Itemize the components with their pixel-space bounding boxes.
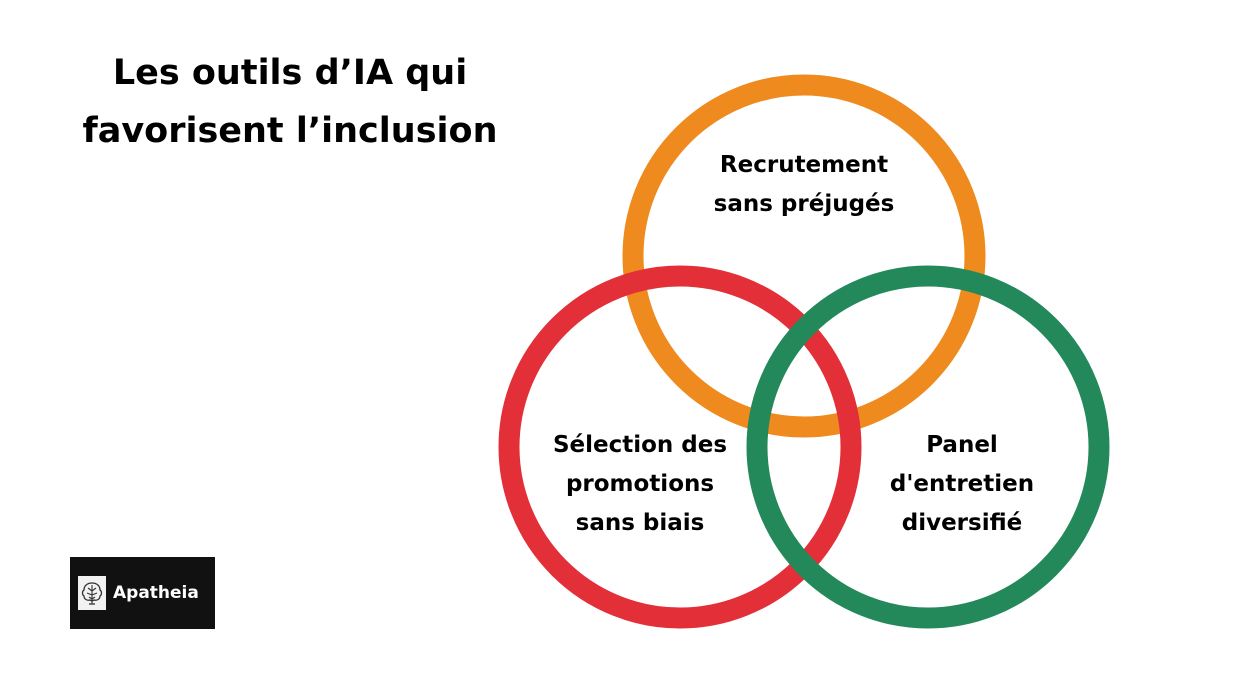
venn-label-right: Panel d'entretien diversifié (872, 426, 1052, 543)
venn-label-top-line-2: sans préjugés (713, 191, 895, 217)
venn-label-left-line-3: sans biais (575, 510, 705, 536)
venn-label-top-line-1: Recrutement (719, 152, 889, 178)
title-line-1: Les outils d’IA qui (112, 53, 468, 93)
venn-circle-left (498, 265, 862, 629)
page-title: Les outils d’IA qui favorisent l’inclusi… (40, 44, 540, 160)
venn-label-left: Sélection des promotions sans biais (535, 426, 745, 543)
title-line-2: favorisent l’inclusion (82, 111, 498, 151)
logo-text: Apatheia (113, 583, 199, 603)
venn-label-right-line-3: diversifié (901, 510, 1023, 536)
venn-label-right-line-2: d'entretien (889, 471, 1035, 497)
brain-tree-icon (78, 576, 106, 610)
venn-label-right-line-1: Panel (926, 432, 998, 458)
venn-label-left-line-2: promotions (565, 471, 715, 497)
venn-label-left-line-1: Sélection des (552, 432, 728, 458)
venn-circle-top (622, 74, 986, 438)
apatheia-logo: Apatheia (70, 557, 215, 629)
venn-circle-right (746, 265, 1110, 629)
venn-label-top: Recrutement sans préjugés (704, 146, 904, 224)
